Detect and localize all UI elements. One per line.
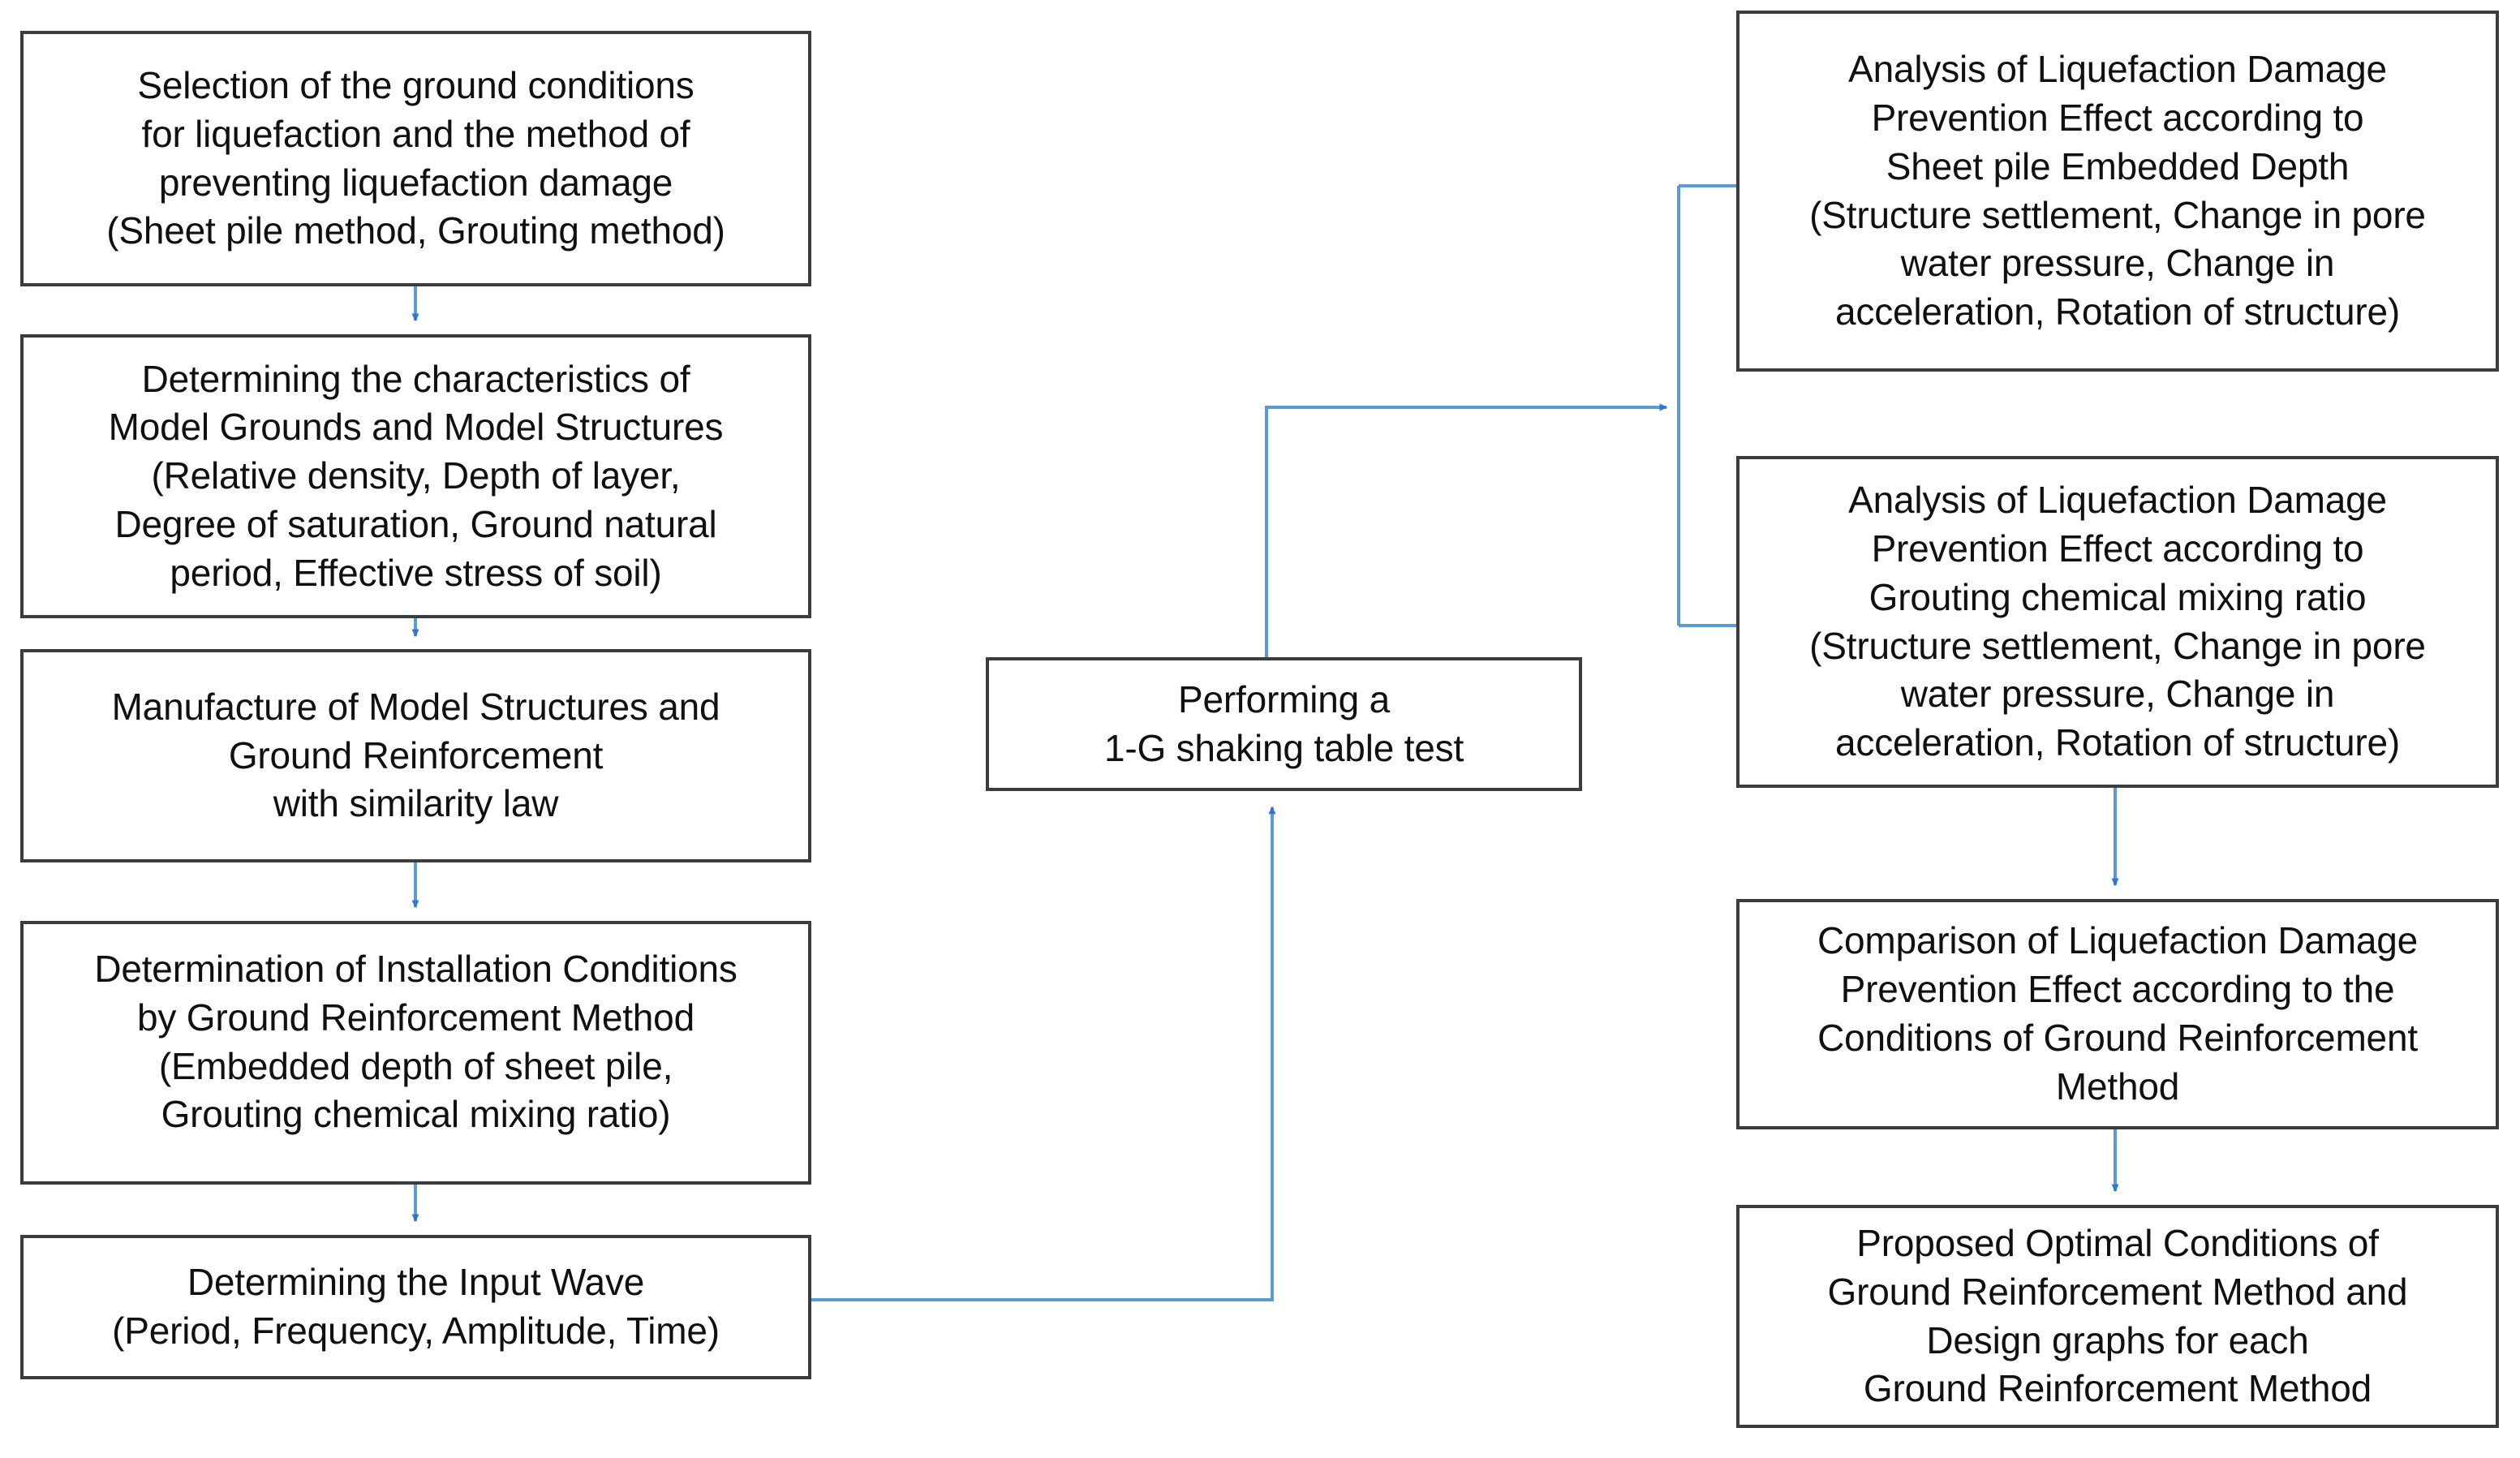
node-determining-input-wave[interactable]: Determining the Input Wave (Period, Freq… — [20, 1235, 811, 1379]
node-determining-characteristics[interactable]: Determining the characteristics of Model… — [20, 334, 811, 618]
node-label: Determination of Installation Conditions… — [94, 948, 738, 1136]
node-analysis-grouting-chemical-mixing-ratio[interactable]: Analysis of Liquefaction Damage Preventi… — [1736, 456, 2499, 788]
node-analysis-sheet-pile-embedded-depth[interactable]: Analysis of Liquefaction Damage Preventi… — [1736, 11, 2499, 372]
node-performing-shaking-table-test[interactable]: Performing a 1-G shaking table test — [986, 657, 1582, 791]
node-label: Analysis of Liquefaction Damage Preventi… — [1809, 48, 2426, 333]
node-label: Determining the characteristics of Model… — [108, 357, 724, 594]
node-label: Analysis of Liquefaction Damage Preventi… — [1809, 479, 2426, 764]
node-comparison-prevention-effect[interactable]: Comparison of Liquefaction Damage Preven… — [1736, 899, 2499, 1129]
node-label: Manufacture of Model Structures and Grou… — [111, 685, 720, 825]
node-selection-of-ground-conditions[interactable]: Selection of the ground conditions for l… — [20, 31, 811, 286]
node-label: Performing a 1-G shaking table test — [1103, 677, 1464, 769]
node-determination-installation-conditions[interactable]: Determination of Installation Conditions… — [20, 921, 811, 1185]
node-proposed-optimal-conditions[interactable]: Proposed Optimal Conditions of Ground Re… — [1736, 1205, 2499, 1428]
node-label: Comparison of Liquefaction Damage Preven… — [1817, 919, 2419, 1107]
edge-left5-center — [811, 806, 1276, 1301]
edge-center-bus — [1265, 403, 1668, 657]
node-label: Proposed Optimal Conditions of Ground Re… — [1827, 1221, 2408, 1410]
node-manufacture-model-structures[interactable]: Manufacture of Model Structures and Grou… — [20, 649, 811, 862]
node-label: Determining the Input Wave (Period, Freq… — [112, 1261, 720, 1352]
node-label: Selection of the ground conditions for l… — [106, 63, 725, 252]
